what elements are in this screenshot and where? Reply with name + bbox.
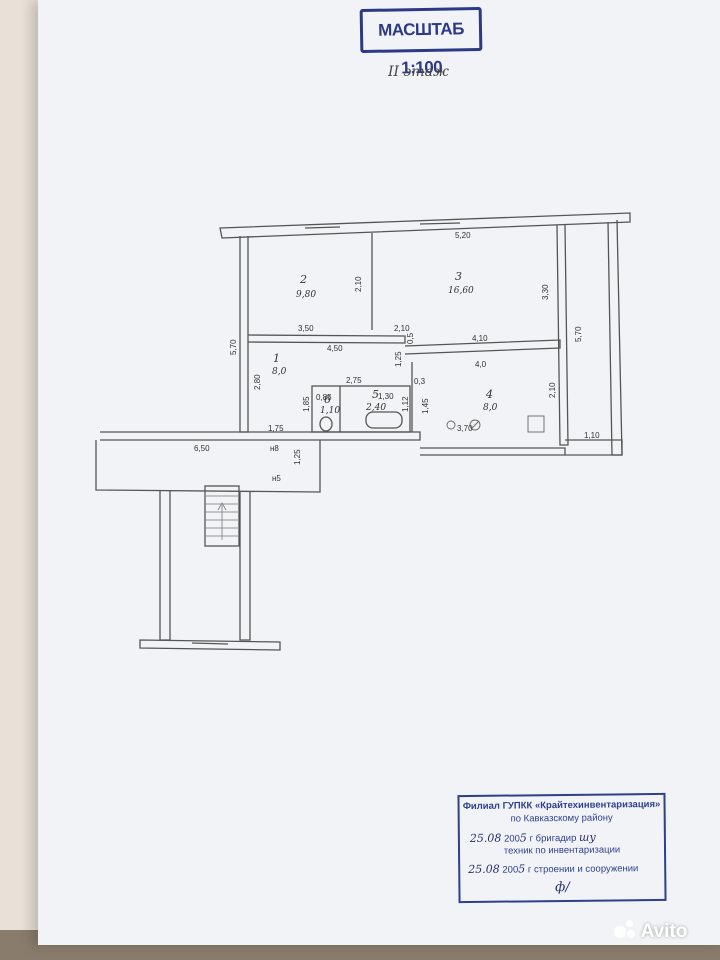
window-bottom <box>191 642 229 645</box>
corridor-top-wall <box>100 431 421 441</box>
seal-role2: г строении и сооружении <box>527 863 639 876</box>
dim-corridor-gap: 2,10 <box>394 324 410 333</box>
dim-room2-width: 3,50 <box>298 324 314 333</box>
room-number-1: 1 <box>273 352 280 365</box>
dim-room2-height: 2,10 <box>354 276 363 292</box>
room-number-3: 3 <box>455 270 462 283</box>
dim-room1-width: 4,50 <box>327 344 343 353</box>
seal-signature1: шу <box>578 830 596 844</box>
bathtub <box>365 411 403 429</box>
bottom-wall <box>139 639 281 651</box>
document-page <box>38 0 720 945</box>
corner-wall <box>565 439 623 456</box>
stair-right-wall <box>239 492 251 641</box>
seal-year2-digit: 5 <box>518 862 526 876</box>
seal-row1: 25.08 2005 г бригадир шу <box>470 830 674 845</box>
dim-wc-width: 0,85 <box>316 393 332 402</box>
fixtures <box>446 415 545 433</box>
seal-date2: 25.08 <box>468 862 500 876</box>
dim-room4-width: 4,0 <box>475 360 487 369</box>
wall-room4-top <box>404 339 561 355</box>
dim-bath-width: 2,75 <box>346 376 362 385</box>
dim-bath-len: 1,30 <box>378 392 394 401</box>
hall-outline <box>95 440 321 493</box>
stair-treads <box>206 495 238 540</box>
avito-watermark: Avito <box>614 920 687 943</box>
plan-walls <box>95 212 631 651</box>
window-top-1 <box>304 226 341 229</box>
seal-role1: техник по инвентаризации <box>503 844 621 857</box>
stair-left-wall <box>159 490 171 641</box>
right-outer-wall <box>607 219 623 456</box>
dim-stair-mark-a: н8 <box>270 444 279 453</box>
seal-org-line1: Филиал ГУПКК «Крайтехинвентаризация» <box>462 798 661 813</box>
left-wall <box>239 236 249 433</box>
dim-room4-height: 2,10 <box>548 382 557 398</box>
seal-org-line2: по Кавказскому району <box>510 812 613 825</box>
inventory-seal: Филиал ГУПКК «Крайтехинвентаризация» по … <box>457 792 667 904</box>
dim-mark-125: 1,25 <box>394 351 403 367</box>
dim-left-height: 5,70 <box>229 339 238 355</box>
room-area-3: 16,60 <box>448 286 474 296</box>
dim-right-depth: 1,10 <box>584 431 600 440</box>
room-area-6: 1,10 <box>320 406 340 416</box>
dim-top-width: 5,20 <box>455 231 471 240</box>
toilet <box>319 416 333 432</box>
top-wall <box>219 212 631 239</box>
dim-mark-03: 0,3 <box>414 377 426 386</box>
seal-year1-prefix: 200 <box>503 833 520 845</box>
seal-year1-suffix: г бригадир <box>529 832 577 845</box>
room-area-5: 2,40 <box>365 403 386 413</box>
floor-label: II этаж <box>388 64 449 80</box>
dim-bath-side: 1,12 <box>401 396 410 412</box>
room-area-1: 8,0 <box>272 367 287 377</box>
avito-logo-icon <box>614 920 636 940</box>
dim-hall-top: 1,75 <box>268 424 284 433</box>
room-area-4: 8,0 <box>483 403 498 413</box>
dim-stair-mark-b: н5 <box>272 474 281 483</box>
wall-room1-top <box>247 334 406 344</box>
seal-date1: 25.08 <box>469 831 502 845</box>
room-area-2: 9,80 <box>296 290 316 300</box>
seal-year1-digit: 5 <box>519 831 527 845</box>
seal-row2: 25.08 2005 г строении и сооружении <box>468 861 672 876</box>
dim-kitchen-side: 1,45 <box>421 398 430 414</box>
dim-stair-depth: 1,25 <box>293 449 302 465</box>
dim-room3-height: 3,30 <box>541 284 550 300</box>
dim-room1-height: 2,80 <box>253 374 262 390</box>
right-inner-wall <box>556 224 569 446</box>
window-top-2 <box>419 222 461 225</box>
room-number-2: 2 <box>299 273 307 286</box>
dim-wc-height: 1,85 <box>302 396 311 412</box>
dim-stair-width: 6,50 <box>194 444 210 453</box>
dim-room3-width: 4,10 <box>472 334 488 343</box>
dim-right-height: 5,70 <box>574 326 583 342</box>
dim-gap-small: 0,5 <box>406 332 415 344</box>
stair-flight <box>204 485 240 547</box>
avito-wordmark: Avito <box>640 921 688 942</box>
seal-year2-prefix: 200 <box>502 864 519 876</box>
room-number-4: 4 <box>485 388 493 401</box>
kitchen-bottom-wall <box>420 447 566 456</box>
dim-kitchen-width: 3,70 <box>457 424 473 433</box>
room-number-5: 5 <box>372 388 379 401</box>
seal-signature2: ф/ <box>555 879 570 896</box>
room-number-6: 6 <box>324 393 331 406</box>
